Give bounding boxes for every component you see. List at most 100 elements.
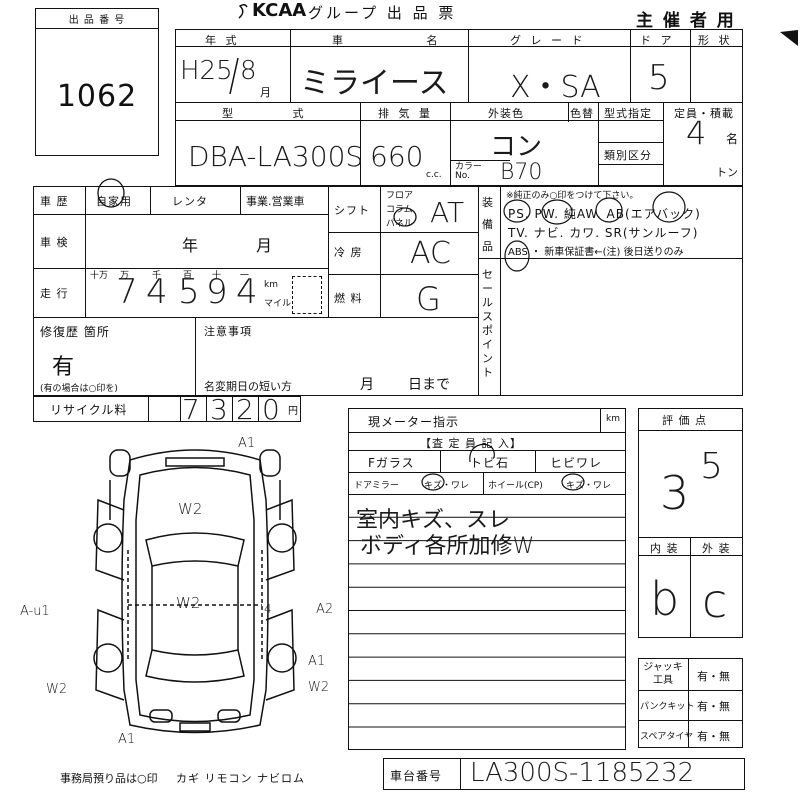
shift-floor-label: フロア <box>386 191 414 201</box>
mileage-digit-100: 5 <box>178 272 200 312</box>
mirror-scratch-circle-icon <box>421 473 445 491</box>
recycle-unit: 円 <box>288 406 299 417</box>
exterior-label: 外 装 <box>702 542 731 555</box>
shift-column-label: コラム <box>386 205 413 215</box>
brand-logo: KCAA <box>252 0 307 21</box>
ton-unit: トン <box>716 166 738 179</box>
organizer-label: 主 催 者 用 <box>636 11 736 31</box>
logo-swirl-icon <box>238 3 248 19</box>
wheel-label: ホイール(CP) <box>488 481 543 491</box>
month-unit: 月 <box>260 86 271 99</box>
repair-value: 有 <box>52 355 75 380</box>
tool-puncture-label: パンクキット <box>640 702 695 712</box>
equipment-line-1: PS. PW. 純AW. AB(エアバック) <box>508 207 701 221</box>
rating-value-sub: 5 <box>700 446 723 487</box>
recycle-label: リサイクル料 <box>50 403 128 417</box>
displacement-label: 排 気 量 <box>378 107 433 120</box>
lot-number-label: 出 品 番 号 <box>36 11 158 29</box>
model-value: DBA-LA300S <box>188 140 364 173</box>
chassis-box <box>383 758 745 790</box>
inspector-section <box>348 408 626 750</box>
diagram-mark-hood: W2 <box>178 500 203 518</box>
shift-value: AT <box>430 196 465 229</box>
diagram-mark-right-rear-1: A1 <box>308 654 326 669</box>
remark-line-1: 室内キズ、スレ <box>356 508 511 533</box>
tool-puncture-value: 有・無 <box>697 700 730 713</box>
form-title: グループ 出 品 票 <box>308 4 457 22</box>
interior-label: 内 装 <box>650 542 679 555</box>
remark-line-2: ボディ各所加修W <box>360 534 535 559</box>
lot-number: 1062 <box>56 79 138 114</box>
vehicle-table-top <box>175 29 743 186</box>
grade-label: グ レ ー ド <box>510 34 586 47</box>
recycle-digit-2: 3 <box>210 393 228 426</box>
glass-chip-label: トビ石 <box>470 456 510 470</box>
history-option-business: 事業.営業車 <box>246 195 305 208</box>
history-section <box>33 186 743 396</box>
type-designation-label: 型式指定 <box>604 107 652 120</box>
history-label: 車 歴 <box>40 195 69 208</box>
tool-jack-value: 有・無 <box>697 670 730 683</box>
class-label: 類別区分 <box>604 149 652 162</box>
diagram-mark-roof: W2 <box>176 594 201 612</box>
year-label: 年 式 <box>205 34 240 47</box>
sales-point-label: セールスポイント <box>482 268 493 379</box>
car-name-value: ミライース <box>300 66 449 101</box>
office-note: 事務局預り品は○印 <box>60 772 158 785</box>
shift-panel-label: パネル <box>386 219 414 229</box>
name-label: 車 名 <box>332 34 478 47</box>
wheel-scratch-circle-icon <box>561 473 585 491</box>
history-option-rental: レンタ <box>172 195 208 208</box>
equipment-ab-circle-icon <box>652 191 686 223</box>
capacity-value: 4 <box>686 114 707 152</box>
recycle-digit-1: 7 <box>182 393 200 426</box>
glass-chip-circle-icon <box>469 443 495 463</box>
model-label: 型 式 <box>222 107 332 120</box>
year-value: H25 <box>180 56 233 86</box>
fuel-value: G <box>416 280 441 318</box>
diagram-mark-right: A2 <box>316 602 334 617</box>
diagram-mark-left: A-u1 <box>20 604 50 619</box>
equipment-abs-circle-icon <box>504 240 530 272</box>
grade-value: X・SA <box>510 70 601 105</box>
shift-selected-circle-icon <box>393 207 417 227</box>
tool-jack-label: ジャッキ工具 <box>643 662 683 686</box>
corner-mark-icon <box>780 30 798 46</box>
notes-label: 注意事項 <box>204 325 252 338</box>
digit-label-10: 十 <box>212 271 222 281</box>
color-change-label: 色替 <box>570 107 594 120</box>
tools-section <box>638 658 743 748</box>
displacement-unit: c.c. <box>426 170 442 180</box>
recycle-digit-4: 0 <box>262 393 280 426</box>
recycle-digit-3: 2 <box>236 393 254 426</box>
fuel-label: 燃 料 <box>334 292 363 305</box>
shift-label: シフト <box>334 204 370 217</box>
exterior-color-value: コン <box>490 132 543 162</box>
lot-number-box: 出 品 番 号 1062 <box>35 8 159 156</box>
mirror-options: キズ・ワレ <box>424 481 470 491</box>
exterior-grade: c <box>702 574 728 628</box>
doors-value: 5 <box>648 58 670 98</box>
inspection-label: 車 検 <box>40 236 69 249</box>
digit-label-100k: 十万 <box>90 271 109 281</box>
recycle-box <box>33 396 301 422</box>
repair-label: 修復歴 箇所 <box>40 325 110 339</box>
capacity-label: 定員・積載 <box>674 107 734 120</box>
chassis-value: LA300S-1185232 <box>470 758 695 788</box>
digit-label-100: 百 <box>183 271 193 281</box>
diagram-mark-right-door: 4 <box>264 602 272 616</box>
color-number-label: カラー No. <box>455 162 483 181</box>
equipment-line-2: TV. ナビ. カワ. SR(サンルーフ) <box>508 226 699 240</box>
glass-crack-label: ヒビワレ <box>550 456 603 470</box>
month-value: 8 <box>240 56 257 86</box>
mileage-digit-10k: 7 <box>116 272 138 312</box>
mileage-unit-box <box>292 276 322 314</box>
meter-unit: km <box>606 414 620 424</box>
inspection-month-unit: 月 <box>256 236 273 255</box>
mileage-label: 走 行 <box>40 287 69 300</box>
mileage-digit-10: 9 <box>206 272 228 312</box>
diagram-mark-left-rear: W2 <box>46 682 68 697</box>
diagram-mark-right-rear-2: W2 <box>308 680 330 695</box>
history-selected-circle-icon <box>97 178 125 208</box>
exterior-color-label: 外装色 <box>488 107 524 120</box>
